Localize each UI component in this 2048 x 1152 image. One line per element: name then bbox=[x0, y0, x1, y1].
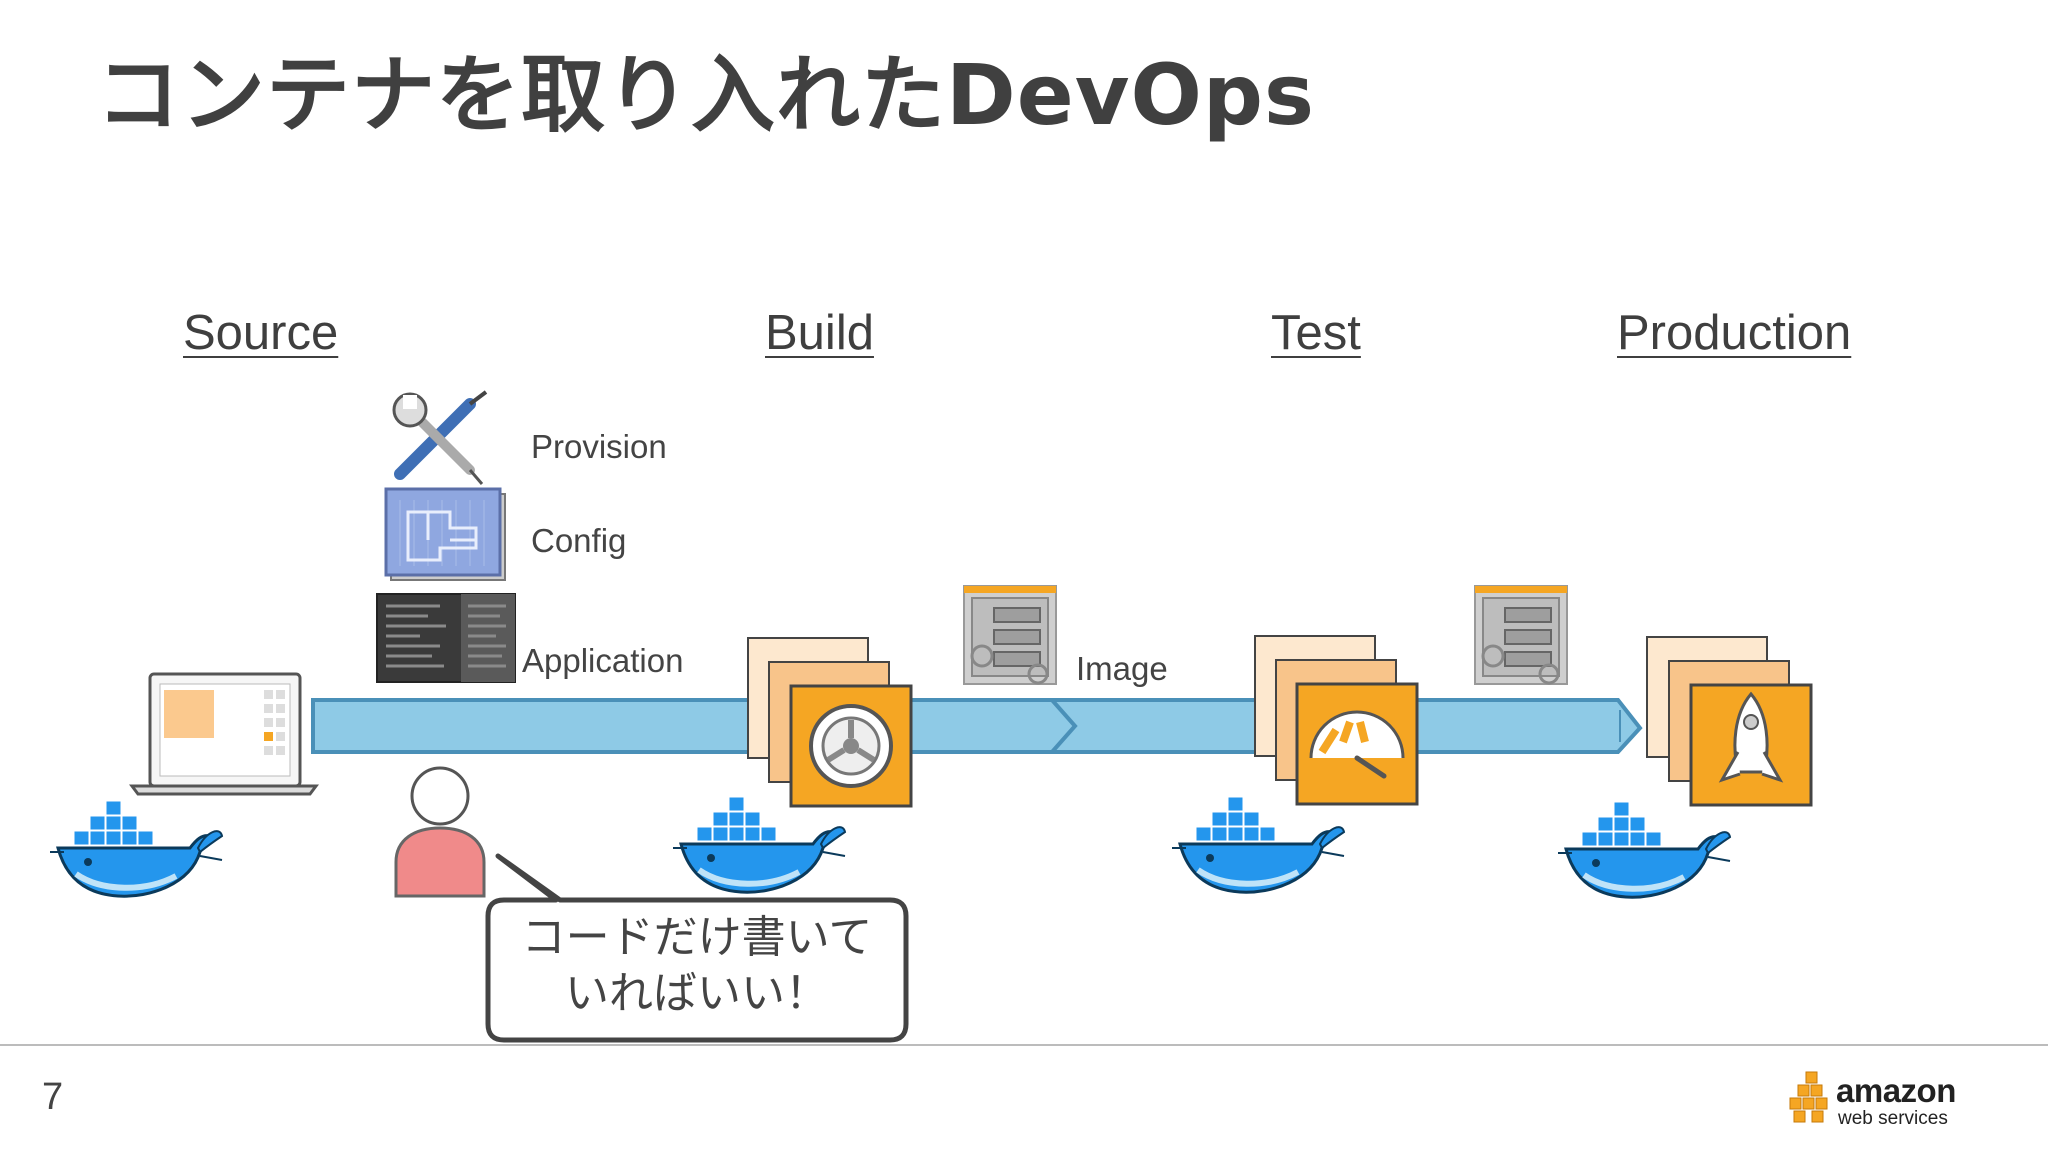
laptop-icon bbox=[129, 672, 319, 796]
speech-line-1: コードだけ書いて bbox=[521, 912, 873, 963]
container-image-icon bbox=[1473, 584, 1569, 686]
production-stack-icon bbox=[1646, 636, 1813, 807]
docker-whale-icon bbox=[1558, 802, 1730, 897]
speech-bubble bbox=[485, 853, 909, 1043]
test-stack-icon bbox=[1254, 635, 1419, 806]
developer-person-icon bbox=[394, 766, 486, 898]
docker-whale-icon bbox=[673, 797, 845, 892]
pipeline-bar bbox=[311, 698, 1643, 754]
footer-divider bbox=[0, 1044, 2048, 1046]
image-label: Image bbox=[1076, 650, 1168, 687]
aws-logo-sub: web services bbox=[1838, 1108, 1948, 1129]
build-stack-icon bbox=[747, 637, 913, 808]
stage-build-heading: Build bbox=[765, 306, 874, 360]
speech-line-2: いればいい！ bbox=[565, 968, 829, 1019]
docker-whale-icon bbox=[50, 801, 222, 896]
docker-whale-icon bbox=[1172, 797, 1344, 892]
wrench-screwdriver-icon bbox=[392, 390, 488, 485]
stage-production-heading: Production bbox=[1617, 306, 1852, 360]
application-label: Application bbox=[522, 642, 684, 679]
pipeline-chevron bbox=[1050, 698, 1078, 754]
stage-source-heading: Source bbox=[183, 306, 339, 360]
config-label: Config bbox=[531, 522, 627, 559]
stage-test-heading: Test bbox=[1271, 306, 1361, 360]
aws-logo: amazon web services bbox=[1786, 1068, 1966, 1132]
aws-cubes-icon bbox=[1789, 1071, 1828, 1123]
aws-logo-word: amazon bbox=[1836, 1072, 1956, 1109]
blueprint-icon bbox=[384, 487, 506, 581]
provision-label: Provision bbox=[531, 428, 667, 465]
speech-text: コードだけ書いて いればいい！ bbox=[492, 910, 902, 1022]
container-image-icon bbox=[962, 584, 1058, 686]
code-editor-icon bbox=[376, 593, 516, 683]
slide-title: コンテナを取り入れたDevOps bbox=[96, 46, 1315, 144]
page-number: 7 bbox=[42, 1076, 64, 1118]
